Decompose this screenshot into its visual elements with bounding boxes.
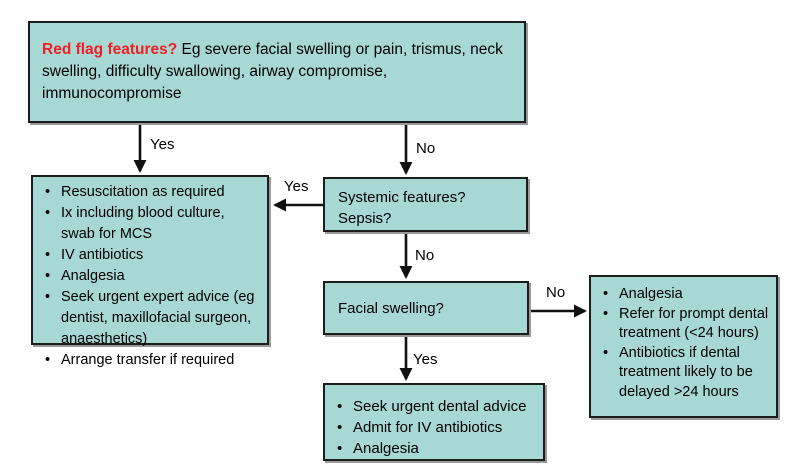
edge-label-systemic-no: No (415, 247, 435, 264)
list-item: Seek urgent expert advice (eg dentist, m… (45, 287, 261, 350)
facial-swelling-box: Facial swelling? (323, 281, 529, 335)
sepsis-actions-box: Resuscitation as requiredIx including bl… (31, 175, 269, 371)
systemic-features-line2: Sepsis? (338, 210, 392, 227)
edge-label-systemic-yes: Yes (284, 178, 309, 195)
list-item: Seek urgent dental advice (337, 396, 537, 417)
list-item: Refer for prompt dental treatment (<24 h… (603, 305, 770, 344)
facial-swelling-label: Facial swelling? (338, 299, 444, 317)
list-item: Ix including blood culture, swab for MCS (45, 203, 261, 245)
list-item: Analgesia (45, 266, 261, 287)
no-swelling-actions-box: AnalgesiaRefer for prompt dental treatme… (589, 275, 778, 418)
list-item: Arrange transfer if required (45, 350, 261, 371)
list-item: Admit for IV antibiotics (337, 417, 537, 438)
no-swelling-actions-list: AnalgesiaRefer for prompt dental treatme… (595, 285, 772, 402)
systemic-features-line1: Systemic features? (338, 189, 466, 206)
red-flag-box: Red flag features? Eg severe facial swel… (28, 21, 526, 123)
swelling-actions-box: Seek urgent dental adviceAdmit for IV an… (323, 383, 545, 461)
list-item: Antibiotics if dental treatment likely t… (603, 344, 770, 403)
edge-label-redflag-no: No (416, 140, 436, 157)
list-item: Analgesia (603, 285, 770, 305)
systemic-features-box: Systemic features? Sepsis? (323, 177, 528, 232)
red-flag-highlight: Red flag features? (42, 41, 178, 58)
edge-label-facial-no: No (546, 284, 566, 301)
sepsis-actions-list: Resuscitation as requiredIx including bl… (37, 182, 263, 371)
red-flag-rest: Eg severe facial swelling or pain, trism… (42, 41, 503, 102)
list-item: IV antibiotics (45, 245, 261, 266)
list-item: Analgesia (337, 438, 537, 459)
red-flag-text: Red flag features? Eg severe facial swel… (42, 39, 512, 105)
swelling-actions-list: Seek urgent dental adviceAdmit for IV an… (329, 396, 539, 459)
edge-label-facial-yes: Yes (413, 351, 438, 368)
edge-label-redflag-yes: Yes (150, 136, 175, 153)
list-item: Resuscitation as required (45, 182, 261, 203)
